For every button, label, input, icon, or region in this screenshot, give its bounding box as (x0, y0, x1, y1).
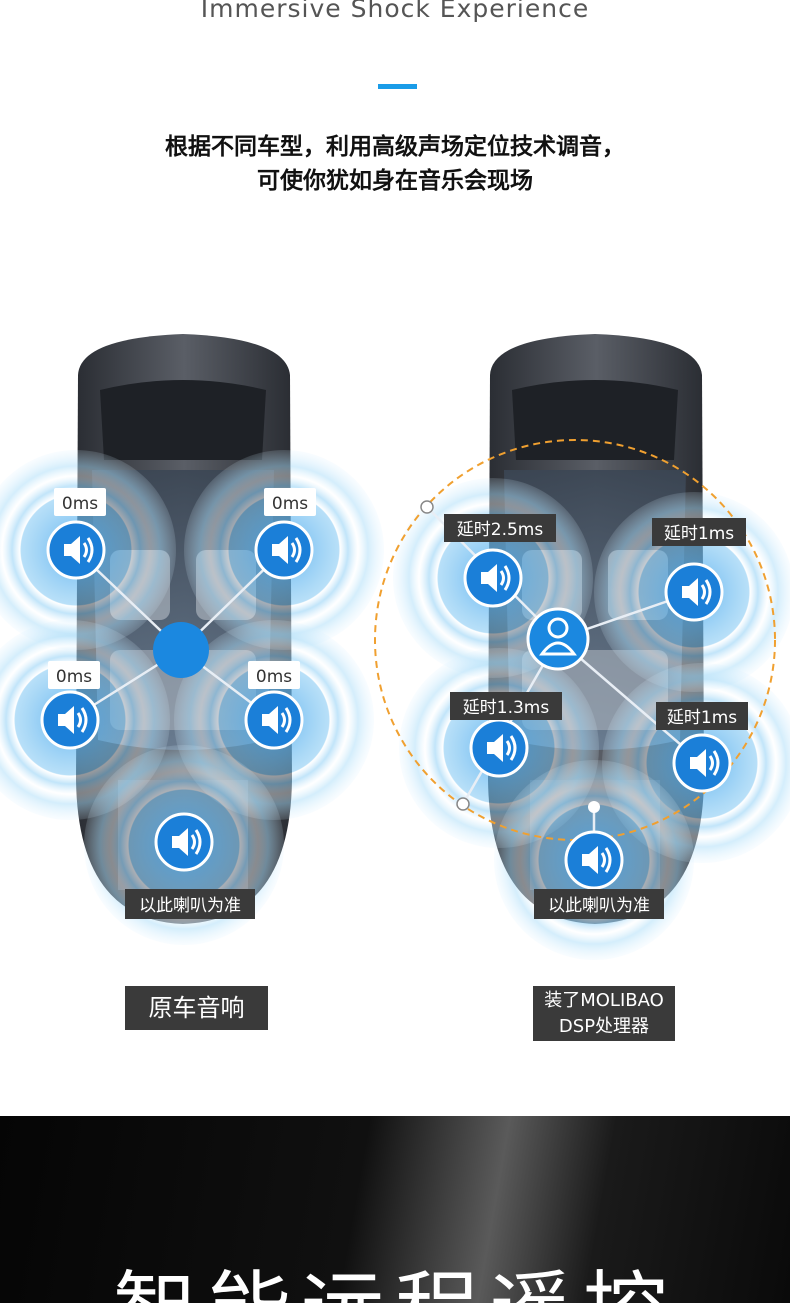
caption-dsp: 装了MOLIBAO DSP处理器 (533, 986, 675, 1041)
accent-bar (378, 84, 417, 89)
intro-text: 根据不同车型，利用高级声场定位技术调音， 可使你犹如身在音乐会现场 (0, 130, 790, 198)
speaker-icon (244, 690, 304, 750)
delay-label: 延时2.5ms (457, 520, 544, 540)
car-comparison-scene: 0ms 0ms 0ms 0ms 以此喇叭为准 (0, 334, 790, 960)
caption-original-audio: 原车音响 (125, 986, 268, 1030)
speaker-icon (564, 830, 624, 890)
intro-line-1: 根据不同车型，利用高级声场定位技术调音， (165, 134, 625, 160)
reference-label: 以此喇叭为准 (139, 896, 241, 916)
section-subtitle: Immersive Shock Experience (200, 0, 590, 23)
user-icon (526, 607, 590, 671)
intro-line-2: 可使你犹如身在音乐会现场 (257, 168, 533, 194)
delay-label: 0ms (56, 667, 92, 687)
delay-label: 0ms (256, 667, 292, 687)
delay-label: 0ms (272, 494, 308, 514)
delay-label: 延时1ms (667, 708, 737, 728)
speaker-icon (469, 718, 529, 778)
caption-dsp-line-1: 装了MOLIBAO (544, 990, 664, 1011)
left-car: 0ms 0ms 0ms 0ms 以此喇叭为准 (0, 334, 384, 945)
speaker-icon (40, 690, 100, 750)
reference-label: 以此喇叭为准 (548, 896, 650, 916)
right-car: 延时2.5ms 延时1ms 延时1.3ms 延时1ms 以此喇叭为准 (374, 334, 790, 960)
listener-point (153, 622, 209, 678)
delay-label: 0ms (62, 494, 98, 514)
section-title: 智能远程遥控 (0, 1244, 790, 1303)
delay-label: 延时1ms (664, 524, 734, 544)
remote-control-section: 智能远程遥控 (0, 1116, 790, 1303)
speaker-icon (254, 520, 314, 580)
speaker-icon (664, 562, 724, 622)
speaker-icon (46, 520, 106, 580)
delay-label: 延时1.3ms (463, 698, 550, 718)
speaker-icon (463, 548, 523, 608)
speaker-icon (154, 812, 214, 872)
caption-dsp-line-2: DSP处理器 (558, 1016, 650, 1037)
speaker-icon (672, 733, 732, 793)
